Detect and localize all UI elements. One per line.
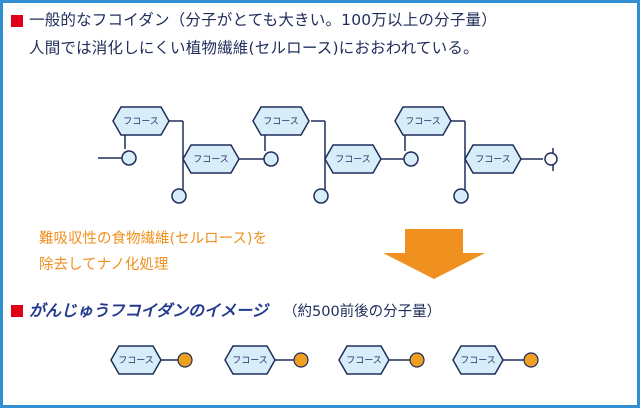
- small-node-circle: [409, 352, 425, 368]
- fucose-hexagon: [464, 144, 522, 174]
- fucose-label: フコース: [123, 117, 159, 127]
- fucose-label: フコース: [335, 155, 371, 165]
- section2-title: がんじゅうフコイダンのイメージ: [29, 301, 268, 320]
- bullet-square-2: [11, 305, 23, 317]
- node-circle: [121, 150, 137, 166]
- small-node-circle: [523, 352, 539, 368]
- section1-heading: 一般的なフコイダン（分子がとても大きい。100万以上の分子量）: [29, 11, 497, 29]
- node-circle-end: [544, 152, 558, 166]
- bullet-square-1: [11, 15, 23, 27]
- section1-subheading: 人間では消化しにくい植物繊維(セルロース)におおわれている。: [29, 39, 479, 57]
- fucose-hexagon: [394, 106, 452, 136]
- process-note-line2: 除去してナノ化処理: [39, 257, 169, 273]
- node-circle: [263, 151, 279, 167]
- fucose-label: フコース: [193, 155, 229, 165]
- small-fucose-hexagon: [224, 345, 276, 375]
- node-circle: [453, 188, 469, 204]
- process-note-line1: 難吸収性の食物繊維(セルロース)を: [39, 231, 268, 247]
- node-circle: [403, 151, 419, 167]
- small-fucose-label: フコース: [346, 356, 382, 366]
- fucose-label: フコース: [263, 117, 299, 127]
- small-fucose-hexagon: [110, 345, 162, 375]
- small-fucose-hexagon: [338, 345, 390, 375]
- fucose-label: フコース: [475, 155, 511, 165]
- molecule-diagram: フコース フコース フコース フコース フコース フコース: [98, 106, 558, 375]
- down-arrow: [383, 229, 485, 279]
- small-fucose-label: フコース: [118, 356, 154, 366]
- fucose-hexagon: [252, 106, 310, 136]
- fucose-hexagon: [182, 144, 240, 174]
- node-circle: [313, 188, 329, 204]
- section2-note: （約500前後の分子量）: [283, 304, 442, 320]
- fucose-label: フコース: [405, 117, 441, 127]
- node-circle: [171, 188, 187, 204]
- small-node-circle: [293, 352, 309, 368]
- small-fucose-label: フコース: [232, 356, 268, 366]
- small-fucose-label: フコース: [460, 356, 496, 366]
- small-node-circle: [177, 352, 193, 368]
- fucose-hexagon: [112, 106, 170, 136]
- fucose-hexagon: [324, 144, 382, 174]
- small-fucose-hexagon: [452, 345, 504, 375]
